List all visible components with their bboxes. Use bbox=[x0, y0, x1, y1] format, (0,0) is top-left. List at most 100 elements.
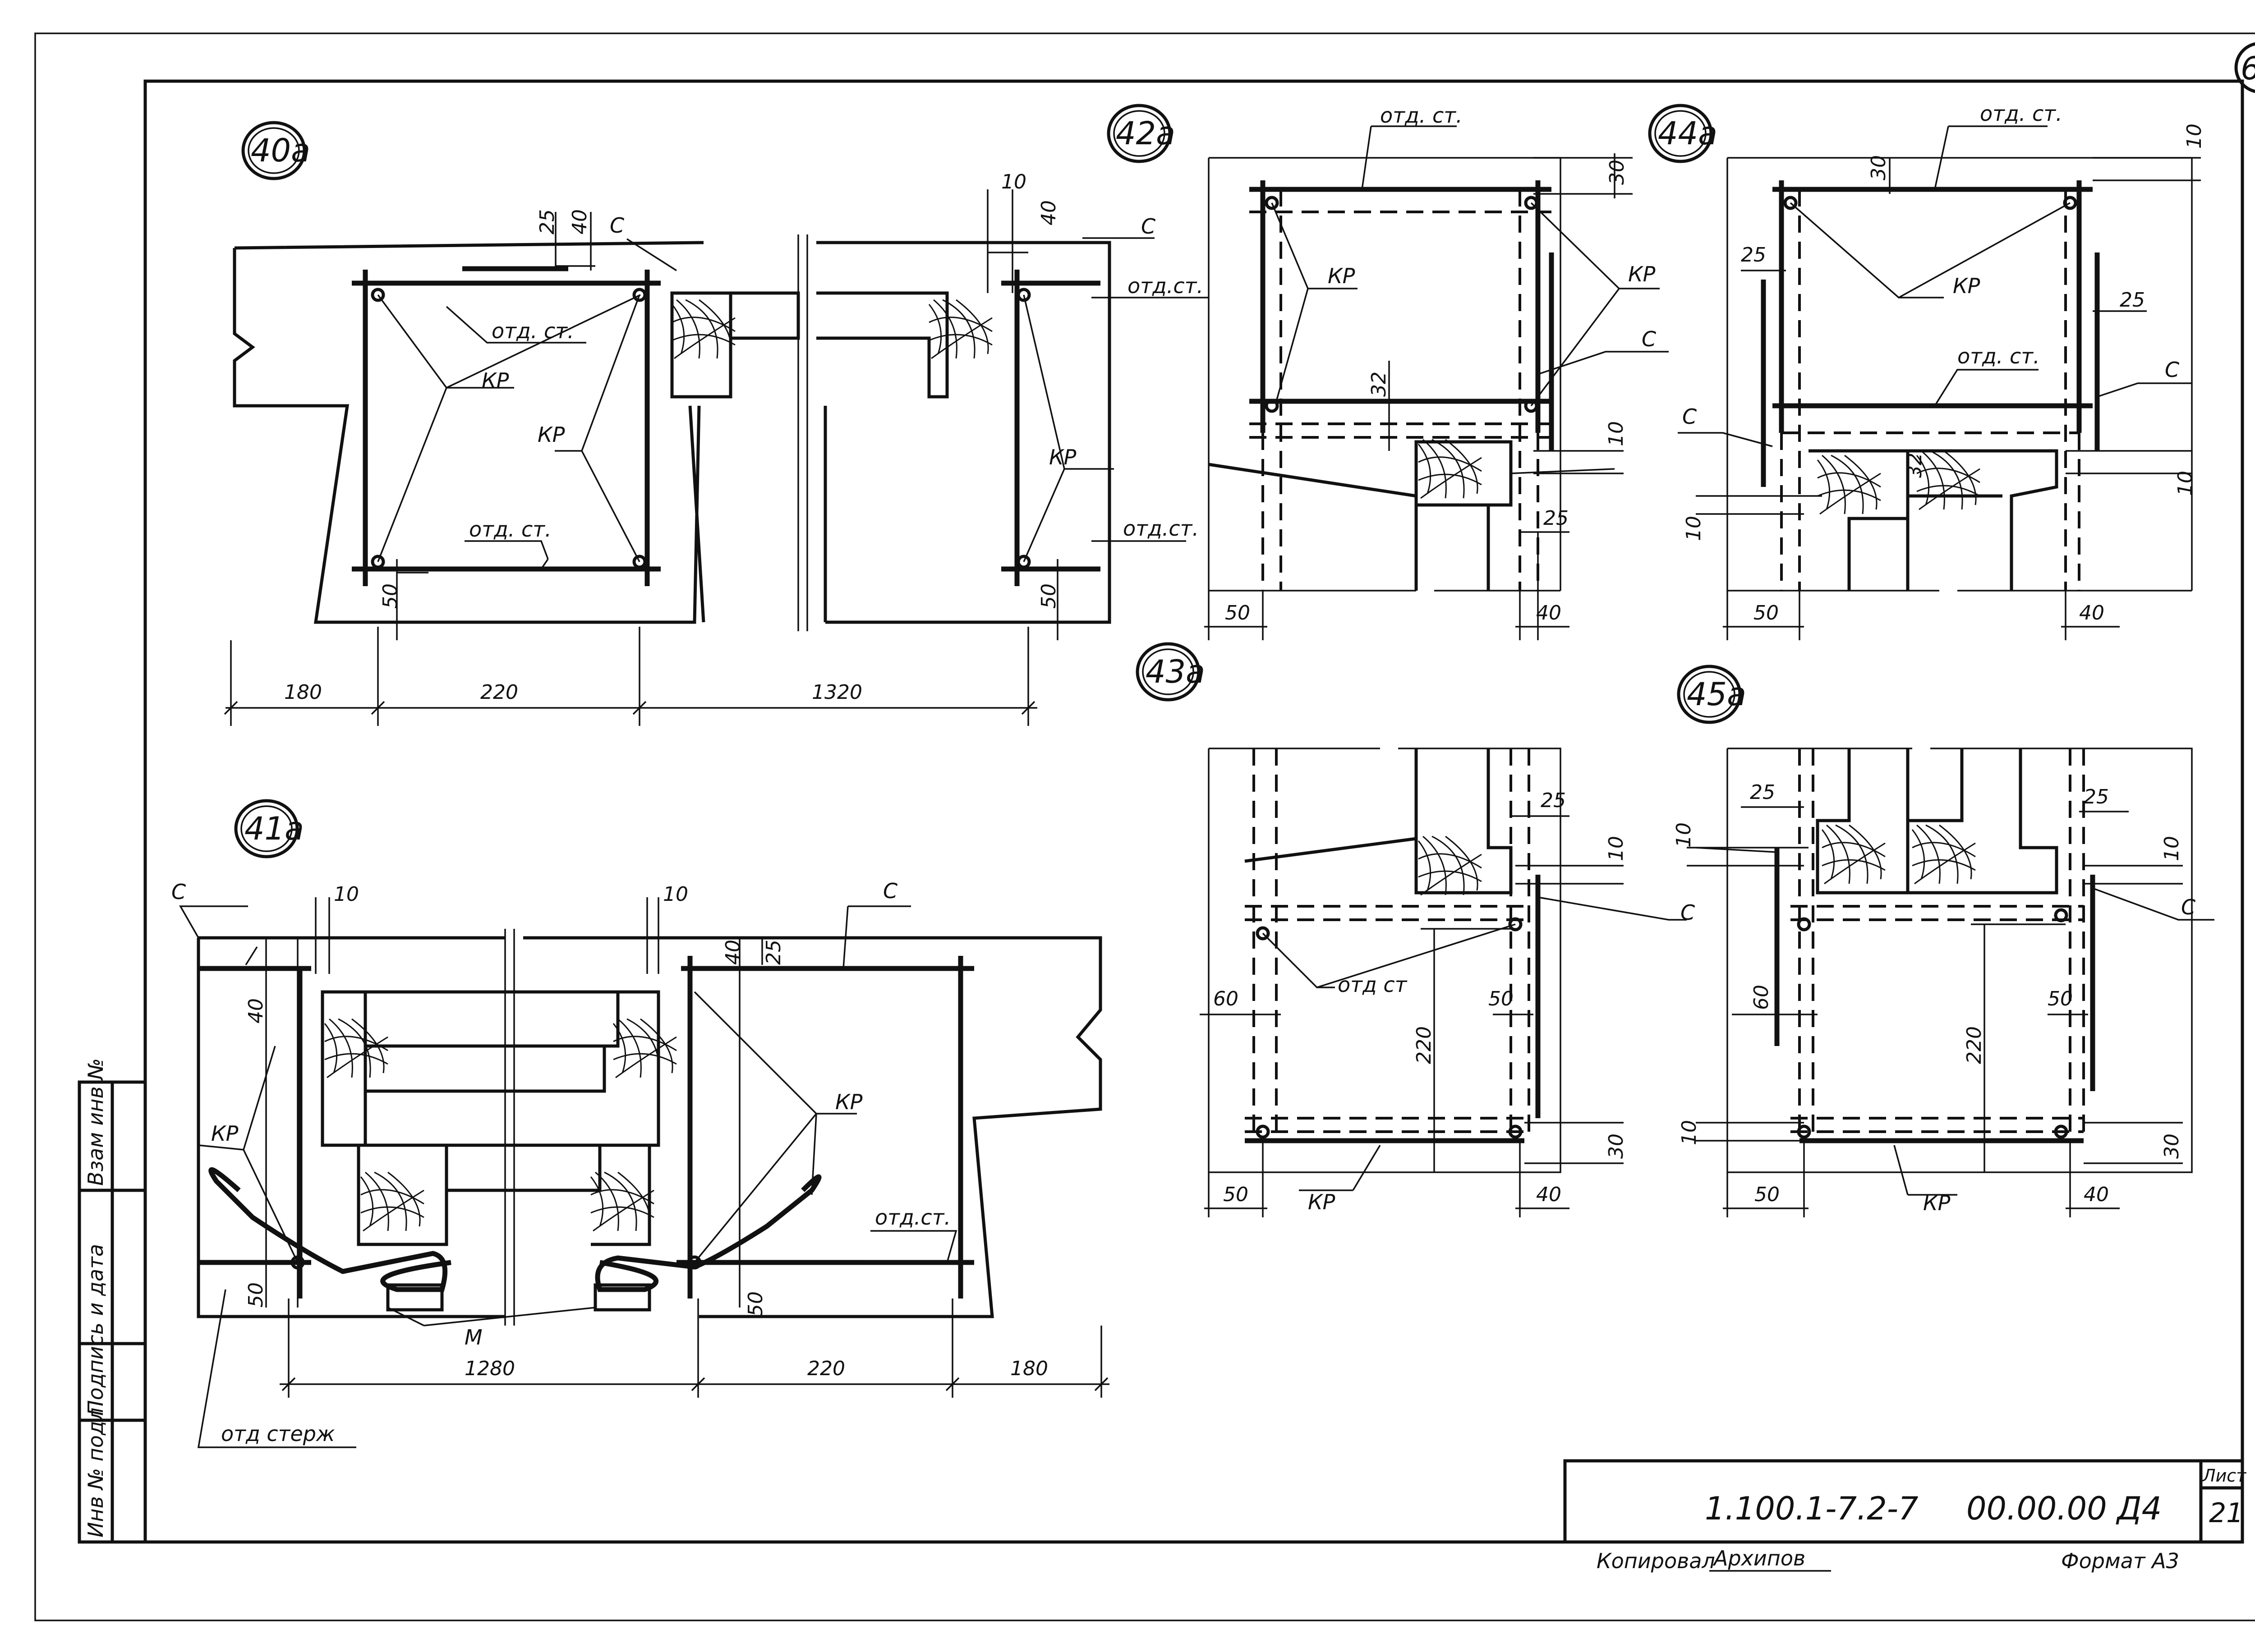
40a-otd4: отд.ст. bbox=[1123, 516, 1199, 541]
detail-43a-label: 43а bbox=[1146, 653, 1205, 690]
40a-otd3: отд.ст. bbox=[1128, 274, 1203, 298]
43a-d30: 30 bbox=[1605, 1133, 1628, 1159]
title-block: 1.100.1-7.2-7 00.00.00 Д4 Лист 21 Копиро… bbox=[1563, 1459, 2247, 1573]
detail-40a-label: 40а bbox=[251, 132, 310, 169]
45a-d10c: 10 bbox=[1678, 1120, 1701, 1145]
41a-kp2: КР bbox=[835, 1090, 863, 1114]
40a-kp3: КР bbox=[1049, 445, 1077, 469]
sheet-marker: 66 bbox=[2234, 42, 2255, 93]
44a-c1: С bbox=[1682, 404, 1697, 429]
41a-w1280: 1280 bbox=[465, 1357, 515, 1380]
43a-otd: отд ст bbox=[1338, 973, 1408, 997]
42a-kp2: КР bbox=[1628, 262, 1656, 286]
44a-d10b: 10 bbox=[1682, 516, 1705, 541]
stamp-inv-podl: Инв № подл bbox=[83, 1408, 108, 1537]
title-designation: 1.100.1-7.2-7 bbox=[1705, 1490, 1919, 1527]
40a-d10: 10 bbox=[1001, 170, 1026, 193]
44a-d25b: 25 bbox=[2120, 289, 2145, 312]
43a-d40: 40 bbox=[1536, 1183, 1561, 1206]
43a-d10: 10 bbox=[1605, 836, 1628, 861]
42a-d40: 40 bbox=[1536, 601, 1561, 624]
43a-kp: КР bbox=[1308, 1190, 1335, 1214]
title-signature: Архипов bbox=[1712, 1546, 1805, 1570]
42a-d32: 32 bbox=[1367, 372, 1390, 397]
40a-c: С bbox=[610, 213, 624, 238]
title-code: 00.00.00 Д4 bbox=[1966, 1490, 2162, 1527]
43a-d50b: 50 bbox=[1223, 1183, 1248, 1206]
41a-c1: С bbox=[171, 880, 186, 904]
title-format-label: Формат А3 bbox=[2061, 1549, 2179, 1573]
44a-d10c: 10 bbox=[2174, 471, 2197, 496]
41a-d25: 25 bbox=[762, 940, 785, 965]
45a-d10b: 10 bbox=[2160, 836, 2183, 861]
44a-d40: 40 bbox=[2079, 601, 2104, 624]
45a-d50a: 50 bbox=[2048, 987, 2073, 1010]
44a-d32: 32 bbox=[1903, 453, 1926, 478]
43a-c: С bbox=[1680, 900, 1695, 925]
title-sheet-number: 21 bbox=[2209, 1497, 2243, 1529]
41a-d50b: 50 bbox=[744, 1291, 767, 1317]
40a-kp2: КР bbox=[538, 422, 565, 447]
41a-kp1: КР bbox=[211, 1121, 239, 1146]
45a-kp: КР bbox=[1923, 1191, 1951, 1215]
41a-d40a: 40 bbox=[244, 998, 267, 1023]
45a-d220: 220 bbox=[1963, 1026, 1986, 1064]
44a-c2: С bbox=[2165, 358, 2179, 382]
side-stamp: Инв № подл Подпись и дата Взам инв № bbox=[78, 1058, 147, 1544]
40a-otd1: отд. ст. bbox=[492, 319, 574, 343]
40a-kp1: КР bbox=[482, 368, 509, 393]
45a-d40: 40 bbox=[2084, 1183, 2109, 1206]
41a-w220: 220 bbox=[807, 1357, 845, 1380]
41a-otd: отд.ст. bbox=[875, 1205, 951, 1230]
detail-45a: 45а С КР С 25 25 10 10 60 50 220 10 30 5… bbox=[1672, 665, 2214, 1217]
stamp-podpis-data: Подпись и дата bbox=[83, 1244, 108, 1416]
detail-41a-label: 41а bbox=[244, 810, 304, 847]
40a-w180: 180 bbox=[284, 681, 322, 704]
40a-w220: 220 bbox=[480, 681, 518, 704]
41a-w180: 180 bbox=[1010, 1357, 1048, 1380]
45a-c2: С bbox=[2181, 895, 2195, 919]
44a-d30: 30 bbox=[1867, 155, 1890, 180]
45a-d25a: 25 bbox=[1750, 781, 1775, 804]
detail-43a: 43а отд ст С КР 25 10 60 50 220 30 50 40 bbox=[1136, 642, 1695, 1217]
45a-d10a: 10 bbox=[1672, 822, 1695, 848]
40a-d40b: 40 bbox=[1037, 200, 1060, 225]
41a-otd-sterzh: отд стерж bbox=[221, 1422, 335, 1446]
41a-d40b: 40 bbox=[722, 940, 745, 965]
45a-d25b: 25 bbox=[2084, 785, 2109, 808]
detail-44a: 44а отд. ст. КР отд. ст. С С 10 30 25 25… bbox=[1648, 101, 2206, 640]
detail-40a: 40а С отд. ст. КР КР отд. ст. КР С отд.с… bbox=[224, 121, 1209, 726]
40a-d40: 40 bbox=[568, 209, 591, 234]
40a-d25: 25 bbox=[536, 209, 559, 234]
40a-otd2: отд. ст. bbox=[469, 517, 552, 541]
43a-d220: 220 bbox=[1413, 1026, 1436, 1064]
outer-border bbox=[34, 32, 2255, 1621]
40a-w1320: 1320 bbox=[812, 681, 862, 704]
44a-d50: 50 bbox=[1753, 601, 1779, 624]
42a-c: С bbox=[1642, 327, 1656, 351]
44a-d25a: 25 bbox=[1741, 243, 1766, 266]
41a-m: М bbox=[465, 1325, 483, 1349]
43a-d60: 60 bbox=[1213, 987, 1238, 1010]
40a-d50: 50 bbox=[379, 583, 402, 609]
detail-42a: 42а отд. ст. КР КР С 30 32 10 25 50 40 bbox=[1107, 103, 1669, 640]
44a-otd1: отд. ст. bbox=[1980, 101, 2062, 126]
42a-otd: отд. ст. bbox=[1380, 103, 1463, 128]
41a-d50a: 50 bbox=[244, 1282, 267, 1308]
detail-41a: 41а С С КР КР отд.ст. М отд стерж 10 10 … bbox=[171, 799, 1109, 1448]
42a-d50: 50 bbox=[1225, 601, 1250, 624]
42a-d10: 10 bbox=[1605, 421, 1628, 446]
42a-d25: 25 bbox=[1543, 507, 1569, 530]
inner-frame bbox=[143, 79, 2244, 1544]
title-copied-label: Копировал bbox=[1597, 1549, 1715, 1573]
40a-c2: С bbox=[1141, 214, 1155, 239]
44a-d10a: 10 bbox=[2183, 124, 2206, 149]
41a-d10b: 10 bbox=[663, 883, 688, 906]
sheet-marker-text: 66 bbox=[2241, 50, 2255, 87]
40a-d50b: 50 bbox=[1037, 583, 1060, 609]
title-sheet-label: Лист bbox=[2202, 1466, 2247, 1486]
45a-d50b: 50 bbox=[1754, 1183, 1780, 1206]
41a-d10a: 10 bbox=[334, 883, 359, 906]
detail-44a-label: 44а bbox=[1658, 115, 1717, 152]
